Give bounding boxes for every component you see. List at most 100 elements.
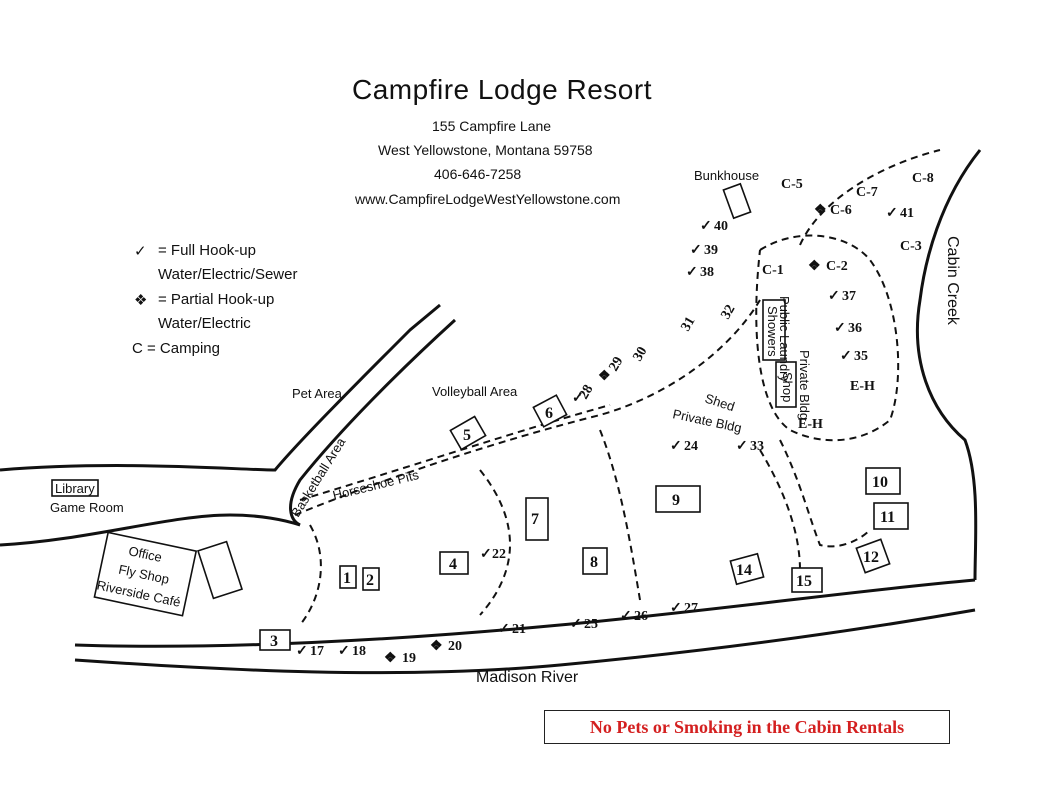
cabin-label: 2 [366,572,374,589]
camp-site-c2: C-2 [826,259,848,274]
site-26: 26 [634,609,648,624]
cabin-label: 3 [270,633,278,650]
cabin-label: 1 [343,570,351,587]
site-22: 22 [492,547,506,562]
site-41: 41 [900,206,914,221]
site-32: 32 [718,302,738,322]
game-room-label: Game Room [50,500,124,515]
full-hookup-check-icon: ✓ [134,243,147,260]
site-27: 27 [684,601,698,616]
cabin-box [339,565,357,589]
site-28: 28 [576,382,596,402]
shop-label: Shop [780,372,795,402]
site-30: 30 [630,344,650,364]
site-39: 39 [704,243,718,258]
legend-full-detail: Water/Electric/Sewer [158,266,298,283]
office-road [299,524,322,626]
no-pets-notice: No Pets or Smoking in the Cabin Rentals [544,710,950,744]
cabin-label: 15 [796,573,812,590]
madison-river-label: Madison River [476,669,579,686]
office-label: Office [127,543,163,565]
cabin-box [449,415,487,451]
cabin-label: 5 [463,427,471,444]
partial-hookup-icon: ❖ [134,292,148,309]
full-hookup-check-icon: ✓ [620,609,632,624]
partial-hookup-icon: ❖ [598,369,611,384]
legend-camping: C = Camping [132,340,220,357]
address-city: West Yellowstone, Montana 59758 [378,142,593,158]
lodge-building [197,540,243,600]
site-29: 29 [606,354,626,374]
cabin-label: 10 [872,474,888,491]
address-street: 155 Campfire Lane [432,118,552,134]
laundry-building [762,299,786,361]
camp-site-c3: C-3 [900,239,922,254]
legend-partial-label: = Partial Hook-up [158,291,275,308]
cabin-label: 9 [672,492,680,509]
hookup-site-eh: E-H [850,379,875,394]
legend-full-label: = Full Hook-up [158,242,256,259]
cabin-box [791,567,823,593]
full-hookup-check-icon: ✓ [338,644,350,659]
cabin-box [525,497,549,541]
river-bank-south [74,608,976,675]
private-bldg-label: Private Bldg [797,350,812,420]
partial-hookup-icon: ❖ [814,203,827,218]
site-36: 36 [848,321,862,336]
partial-hookup-icon: ❖ [384,651,397,666]
hookup-site-eh: E-H [798,417,823,432]
camp-site-c1: C-1 [762,263,784,278]
full-hookup-check-icon: ✓ [690,243,702,258]
site-38: 38 [700,265,714,280]
site-25: 25 [584,617,598,632]
site-24: 24 [684,439,698,454]
site-17: 17 [310,644,324,659]
full-hookup-check-icon: ✓ [886,206,898,221]
library-shore [0,513,301,547]
cabin-label: 6 [545,405,553,422]
full-hookup-check-icon: ✓ [700,219,712,234]
full-hookup-check-icon: ✓ [670,601,682,616]
cabin-label: 11 [880,509,895,526]
full-hookup-check-icon: ✓ [834,321,846,336]
cabin-creek-bank [915,149,982,581]
cabin-label: 8 [590,554,598,571]
site-35: 35 [854,349,868,364]
cabin-box [582,547,608,575]
shed-label: Shed [703,391,737,415]
pet-area-shore-lower [289,318,457,527]
full-hookup-check-icon: ✓ [480,547,492,562]
full-hookup-check-icon: ✓ [686,265,698,280]
cabin-label: 7 [531,511,539,528]
cabin-box [855,538,891,574]
cabin-box [729,552,765,586]
showers-label: Showers [765,306,780,357]
full-hookup-check-icon: ✓ [570,617,582,632]
main-road-edge [299,404,611,501]
cabin-box [532,394,568,428]
site-40: 40 [714,219,728,234]
cabin-box [655,485,701,513]
horseshoe-label: Horseshoe Pits [331,467,421,503]
cabin-label: 4 [449,556,457,573]
volleyball-label: Volleyball Area [432,384,518,399]
phone-number: 406-646-7258 [434,166,522,182]
shop-building [775,361,797,408]
main-road [294,299,761,516]
site-37: 37 [842,289,856,304]
camp-site-c5: C-5 [781,177,803,192]
camp-site-c7: C-7 [856,185,878,200]
cabin-box [362,567,380,591]
cabin-box [873,502,909,530]
camp-site-c6: C-6 [830,203,852,218]
full-hookup-check-icon: ✓ [572,391,584,406]
site-21: 21 [512,622,526,637]
loop-road [755,234,900,442]
south-road [779,439,871,548]
full-hookup-check-icon: ✓ [840,349,852,364]
legend-partial-detail: Water/Electric [158,315,251,332]
full-hookup-check-icon: ✓ [296,644,308,659]
partial-hookup-icon: ❖ [808,259,821,274]
website-link[interactable]: www.CampfireLodgeWestYellowstone.com [355,191,621,207]
map-title: Campfire Lodge Resort [352,74,652,105]
